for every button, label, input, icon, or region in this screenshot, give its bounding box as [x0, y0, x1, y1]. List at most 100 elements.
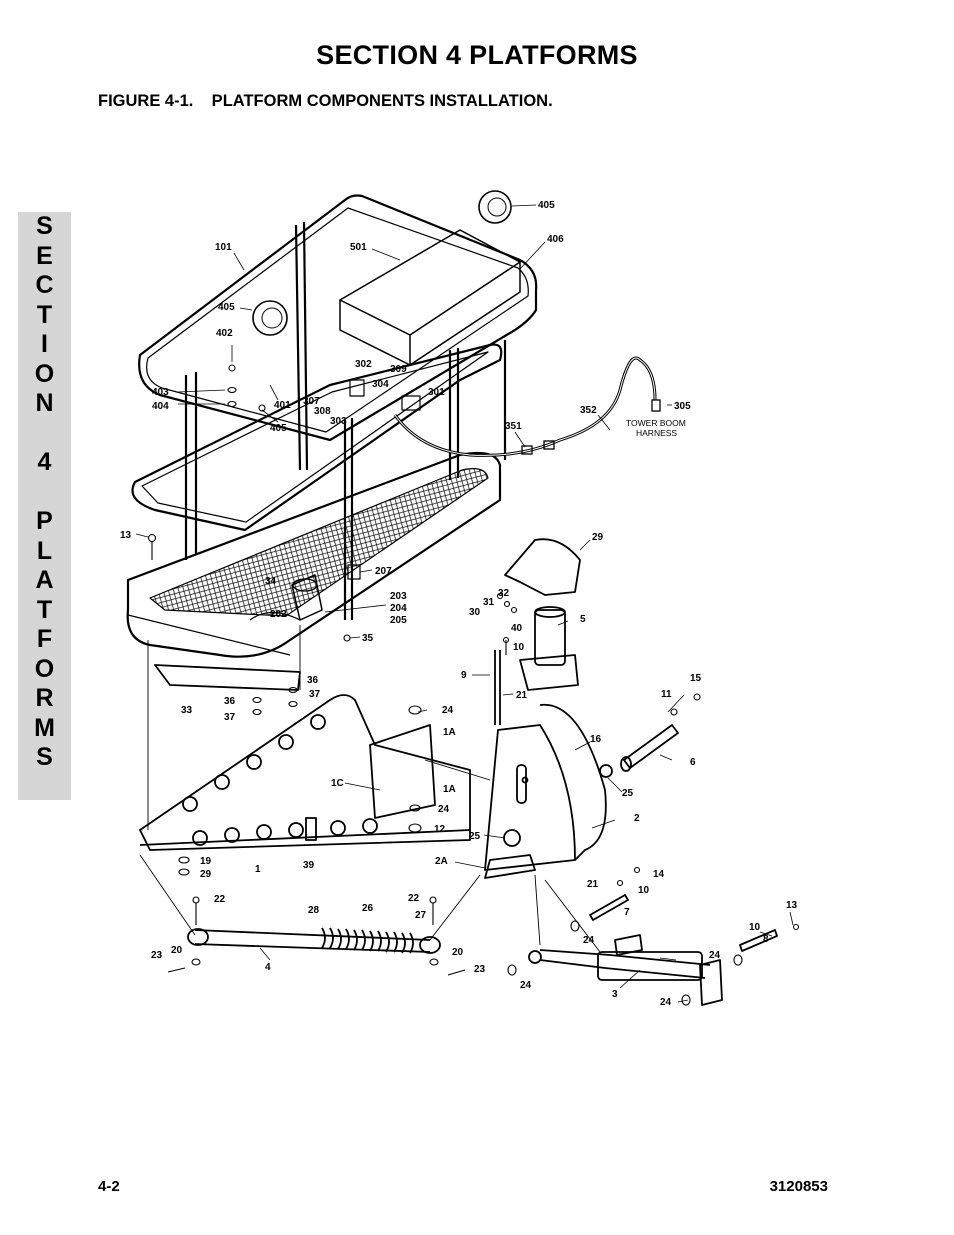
side-tab-letter: M — [34, 713, 55, 742]
callout: 24 — [442, 705, 454, 716]
callout: 3 — [612, 989, 618, 1000]
callout: 404 — [152, 401, 169, 412]
rotator-assembly — [484, 538, 679, 879]
callout: 1C — [331, 778, 344, 789]
callout: 40 — [511, 623, 523, 634]
callout: 9 — [461, 670, 467, 681]
callout: 402 — [216, 328, 233, 339]
callout: 15 — [690, 673, 702, 684]
callout: 12 — [434, 824, 446, 835]
side-tab-letter: 4 — [37, 448, 52, 476]
callout: 39 — [303, 860, 315, 871]
callout: 29 — [592, 532, 604, 543]
side-tab-letter: O — [34, 359, 55, 388]
callout: 13 — [120, 530, 132, 541]
page-number: 4-2 — [98, 1178, 120, 1195]
callout: 19 — [200, 856, 212, 867]
side-tab-letter: I — [41, 330, 48, 358]
platform-basket — [126, 190, 538, 658]
callout: 23 — [151, 950, 163, 961]
callout: 4 — [265, 962, 271, 973]
callout: 21 — [516, 690, 528, 701]
callout: 21 — [587, 879, 599, 890]
callout: 304 — [372, 379, 389, 390]
callout: 7 — [624, 907, 630, 918]
side-tab-letter: E — [36, 241, 53, 270]
callout: 405 — [218, 302, 235, 313]
leader-lines — [135, 204, 794, 1003]
side-tab-letter: S — [36, 743, 53, 771]
callout: 308 — [314, 406, 331, 417]
side-tab-letter: F — [36, 625, 53, 653]
callout: 406 — [547, 234, 564, 245]
callout: 37 — [224, 712, 236, 723]
side-tab-letter: T — [36, 595, 53, 624]
callout: 36 — [307, 675, 319, 686]
side-tab-letter: O — [34, 654, 55, 683]
side-tab-letter: T — [36, 300, 53, 329]
callout: 27 — [415, 910, 427, 921]
callout: 34 — [265, 576, 277, 587]
callout: 24 — [520, 980, 532, 991]
leveling-cylinder — [528, 894, 778, 1006]
callout: 203 — [390, 591, 407, 602]
callout: 309 — [390, 364, 407, 375]
callout: 22 — [408, 893, 420, 904]
part-callouts: 405 406 101 501 405 402 403 404 401 405 … — [120, 200, 798, 1008]
figure-title: FIGURE 4-1. PLATFORM COMPONENTS INSTALLA… — [98, 92, 553, 110]
callout: 23 — [474, 964, 486, 975]
callout: 10 — [749, 922, 761, 933]
callout: 24 — [709, 950, 721, 961]
callout: 2 — [634, 813, 640, 824]
callout: 1 — [255, 864, 261, 875]
side-tab-letter: L — [36, 536, 53, 565]
callout: 32 — [498, 588, 510, 599]
side-tab-letter: S — [36, 212, 53, 240]
callout: 24 — [660, 997, 672, 1008]
tower-boom-harness-note: HARNESS — [636, 428, 677, 438]
side-tab-letter: R — [35, 684, 54, 712]
callout: 30 — [469, 607, 481, 618]
callout: 307 — [303, 396, 320, 407]
callout: 35 — [362, 633, 374, 644]
callout: 101 — [215, 242, 232, 253]
callout: 303 — [330, 416, 347, 427]
callout: 6 — [690, 757, 696, 768]
callout: 301 — [428, 387, 445, 398]
callout: 305 — [674, 401, 691, 412]
callout: 8 — [763, 934, 769, 945]
callout: 401 — [274, 400, 291, 411]
side-tab-letter: A — [35, 566, 54, 594]
callout: 13 — [786, 900, 798, 911]
callout: 14 — [653, 869, 665, 880]
callout: 351 — [505, 421, 522, 432]
section-title: SECTION 4 PLATFORMS — [316, 40, 638, 70]
callout: 405 — [270, 423, 287, 434]
callout: 205 — [390, 615, 407, 626]
callout: 29 — [200, 869, 212, 880]
tower-boom-harness-note: TOWER BOOM — [626, 418, 686, 428]
callout: 403 — [152, 387, 169, 398]
callout: 352 — [580, 405, 597, 416]
callout: 25 — [469, 831, 481, 842]
link-rod-assembly — [187, 927, 441, 954]
callout: 207 — [375, 566, 392, 577]
callout: 20 — [452, 947, 464, 958]
callout: 501 — [350, 242, 367, 253]
side-tab-letter: C — [35, 271, 54, 299]
callout: 405 — [538, 200, 555, 211]
callout: 1A — [443, 727, 456, 738]
callout: 20 — [171, 945, 183, 956]
harness-cable — [393, 356, 661, 457]
callout: 36 — [224, 696, 236, 707]
callout: 11 — [661, 689, 672, 700]
callout: 302 — [355, 359, 372, 370]
callout: 24 — [438, 804, 450, 815]
callout: 37 — [309, 689, 321, 700]
side-tab-letter: P — [36, 507, 53, 535]
callout: 16 — [590, 734, 602, 745]
callout: 10 — [638, 885, 650, 896]
callout: 10 — [513, 642, 525, 653]
callout: 2A — [435, 856, 448, 867]
